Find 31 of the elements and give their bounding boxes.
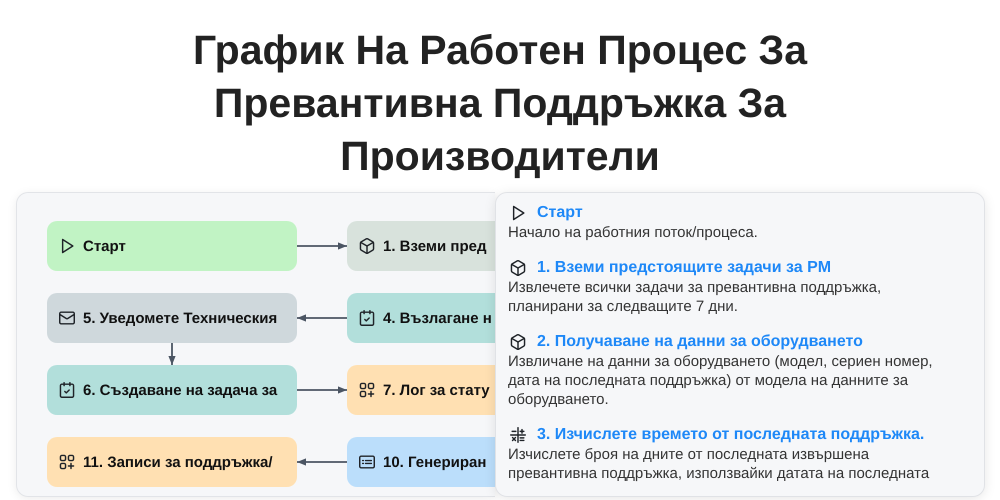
step-heading: 2. Получаване на данни за оборудването: [537, 332, 863, 352]
title: График На Работен Процес За Превантивна Поддръжка За Производители: [192, 26, 808, 181]
arrow: [297, 242, 347, 250]
process-box: [47, 221, 297, 271]
arrow: [297, 386, 347, 394]
arrow: [297, 314, 347, 322]
node-label: 7. Лог за стату: [383, 382, 490, 398]
step-description: Начало на работния поток/процеса.: [508, 223, 759, 242]
arrow: [168, 343, 176, 365]
arrow: [297, 458, 347, 466]
step-heading: Старт: [537, 203, 583, 223]
process-box: [347, 293, 495, 343]
node-label: 10. Генериран: [383, 454, 486, 470]
node-label: 1. Вземи пред: [383, 238, 486, 254]
step-description: Извличане на данни за оборудването (модел, сериен номер, дата на последната поддръжка) от модела на данните за оборудването.: [508, 352, 934, 409]
process-box: [47, 293, 297, 343]
step-description: Извлечете всички задачи за превантивна поддръжка, планирани за следващите 7 дни.: [508, 278, 882, 316]
details-panel: [495, 192, 985, 497]
step-heading: 3. Изчислете времето от последната поддръжка.: [537, 425, 924, 445]
step-heading: 1. Вземи предстоящите задачи за PM: [537, 258, 832, 278]
process-box: [347, 221, 495, 271]
process-box: [347, 365, 495, 415]
process-box: [47, 365, 297, 415]
node-label: 4. Възлагане н: [383, 310, 492, 326]
process-box: [47, 437, 297, 487]
step-description: Изчислете броя на дните от последната извършена превантивна поддръжка, използвайки датата на последната: [508, 445, 930, 483]
node-label: 5. Уведомете Техническия: [83, 310, 278, 326]
process-box: [347, 437, 495, 487]
node-label: Старт: [83, 238, 126, 254]
node-label: 11. Записи за поддръжка/: [83, 454, 273, 470]
node-label: 6. Създаване на задача за: [83, 382, 278, 398]
